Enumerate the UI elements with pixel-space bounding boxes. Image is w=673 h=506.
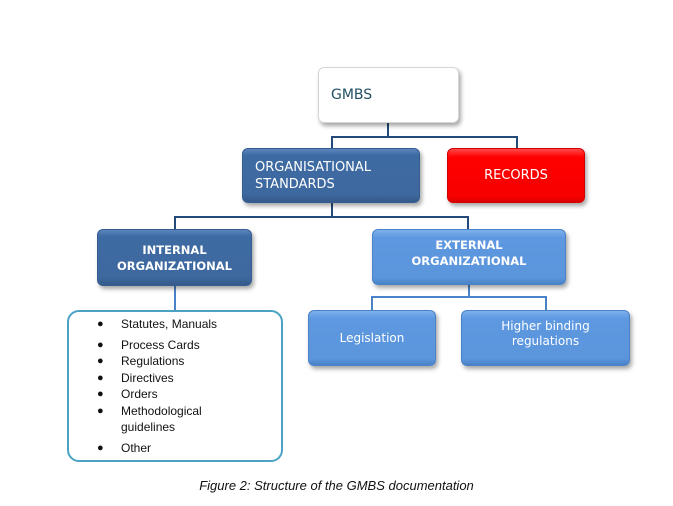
- bullet-icon: ●: [97, 318, 104, 330]
- connector-org-standards-down: [331, 203, 333, 217]
- bullet-icon: ●: [97, 371, 104, 384]
- connector-to-internal: [174, 216, 176, 229]
- connector-to-org-standards: [331, 136, 333, 148]
- list-item: ●Statutes, Manuals: [97, 317, 218, 331]
- node-higher-binding-regulations-label: Higher binding regulations: [501, 319, 590, 348]
- node-records: RECORDS: [447, 148, 585, 203]
- node-higher-binding-regulations: Higher binding regulations: [461, 310, 630, 366]
- node-organisational-standards-label: ORGANISATIONAL STANDARDS: [255, 159, 372, 192]
- node-legislation: Legislation: [308, 310, 436, 366]
- bullet-icon: ●: [97, 388, 104, 400]
- node-gmbs-label: GMBS: [331, 87, 373, 103]
- node-organisational-standards: ORGANISATIONAL STANDARDS: [242, 148, 420, 203]
- node-internal-organizational-label: INTERNAL ORGANIZATIONAL: [117, 242, 232, 273]
- connector-to-legislation: [371, 296, 373, 310]
- node-internal-organizational: INTERNAL ORGANIZATIONAL: [97, 229, 252, 286]
- bullet-icon: ●: [97, 404, 104, 417]
- node-gmbs: GMBS: [318, 67, 459, 123]
- internal-documents-list-box: ●Statutes, Manuals ●Process Cards ●Regul…: [67, 310, 283, 462]
- node-external-organizational: EXTERNAL ORGANIZATIONAL: [372, 229, 566, 285]
- connector-root-down: [387, 123, 389, 137]
- figure-caption: Figure 2: Structure of the GMBS document…: [199, 478, 474, 493]
- node-records-label: RECORDS: [484, 168, 548, 183]
- connector-to-external: [467, 216, 469, 229]
- list-item: ●Regulations: [97, 354, 185, 368]
- bullet-icon: ●: [97, 441, 104, 454]
- bullet-icon: ●: [97, 355, 104, 367]
- list-item: ●Methodological guidelines: [97, 403, 202, 435]
- connector-to-higher-binding: [545, 296, 547, 310]
- connector-to-records: [516, 136, 518, 148]
- list-item: ●Process Cards: [97, 337, 200, 352]
- connector-level2-horizontal: [174, 216, 469, 218]
- connector-internal-to-list: [174, 286, 176, 310]
- connector-level3-horizontal: [371, 296, 547, 298]
- list-item: ●Other: [97, 440, 152, 455]
- node-legislation-label: Legislation: [339, 331, 405, 345]
- connector-external-down: [468, 285, 470, 297]
- node-external-organizational-label: EXTERNAL ORGANIZATIONAL: [411, 238, 527, 268]
- internal-documents-list: ●Statutes, Manuals ●Process Cards ●Regul…: [69, 316, 281, 456]
- bullet-icon: ●: [97, 338, 104, 351]
- connector-level1-horizontal: [331, 136, 518, 138]
- list-item: ●Orders: [97, 387, 158, 401]
- list-item: ●Directives: [97, 370, 174, 385]
